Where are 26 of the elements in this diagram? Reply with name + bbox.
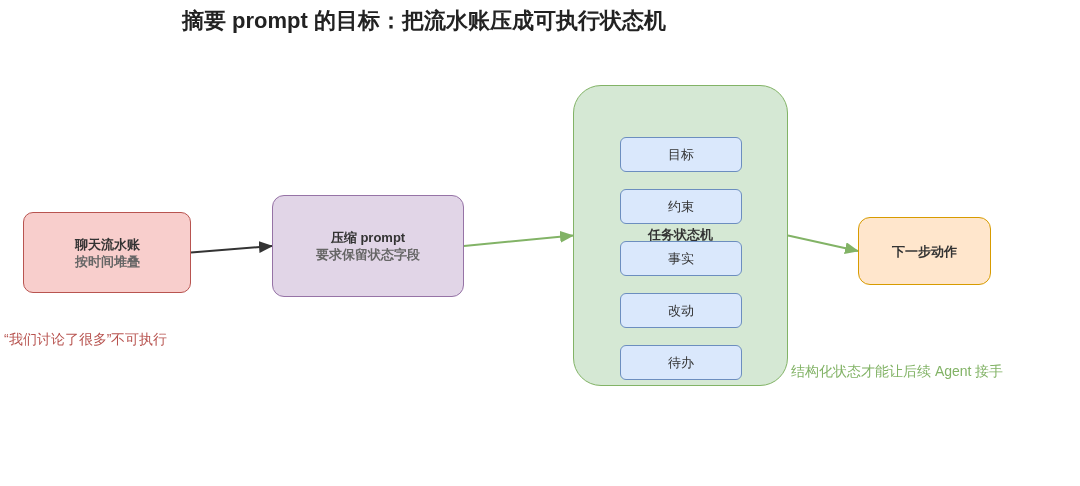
process-box xyxy=(272,195,464,297)
box-label: 待办 xyxy=(667,353,694,371)
box-label: 事实 xyxy=(667,249,694,267)
field-box xyxy=(619,136,742,172)
box-label: 改动 xyxy=(667,301,694,319)
arrow xyxy=(463,230,574,247)
box-label: 压缩 prompt xyxy=(330,229,406,246)
diagram-title: 摘要 prompt 的目标：把流水账压成可执行状态机 xyxy=(182,8,666,34)
note-text: “我们讨论了很多”不可执行 xyxy=(4,330,168,348)
note-text: 结构化状态才能让后续 Agent 接手 xyxy=(791,362,1004,380)
state-machine-container xyxy=(573,85,788,386)
box-sublabel: 按时间堆叠 xyxy=(74,252,140,270)
field-box xyxy=(619,292,742,328)
field-box xyxy=(619,344,742,380)
box-sublabel: 要求保留状态字段 xyxy=(316,246,420,263)
action-box xyxy=(858,217,991,285)
box-label: 约束 xyxy=(667,197,694,215)
process-box xyxy=(23,212,191,293)
box-label: 目标 xyxy=(667,145,694,163)
field-box xyxy=(619,240,742,276)
field-box xyxy=(619,188,742,224)
arrow xyxy=(190,241,273,254)
box-label: 聊天流水账 xyxy=(74,235,140,253)
arrow xyxy=(787,234,859,255)
box-label: 下一步动作 xyxy=(892,242,957,260)
box-label: 任务状态机 xyxy=(646,225,714,243)
